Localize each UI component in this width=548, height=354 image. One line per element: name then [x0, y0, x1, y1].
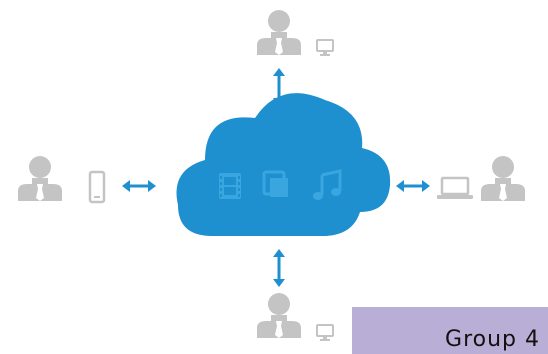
double-arrow-icon — [394, 178, 432, 194]
monitor-icon — [316, 39, 334, 57]
monitor-icon — [316, 324, 334, 342]
user-icon — [257, 10, 301, 55]
music-note-icon — [313, 169, 342, 200]
double-arrow-icon — [271, 247, 287, 289]
phone-icon — [88, 170, 106, 204]
user-icon — [18, 156, 62, 201]
user-icon — [481, 156, 525, 201]
laptop-icon — [437, 176, 473, 199]
group-label-text: Group 4 — [445, 327, 540, 352]
cloud-icon — [176, 93, 391, 237]
group-label: Group 4 — [352, 307, 548, 354]
pages-icon — [262, 170, 288, 197]
double-arrow-icon — [120, 178, 158, 194]
film-icon — [219, 173, 241, 199]
double-arrow-icon — [271, 66, 287, 108]
user-icon — [257, 293, 301, 338]
